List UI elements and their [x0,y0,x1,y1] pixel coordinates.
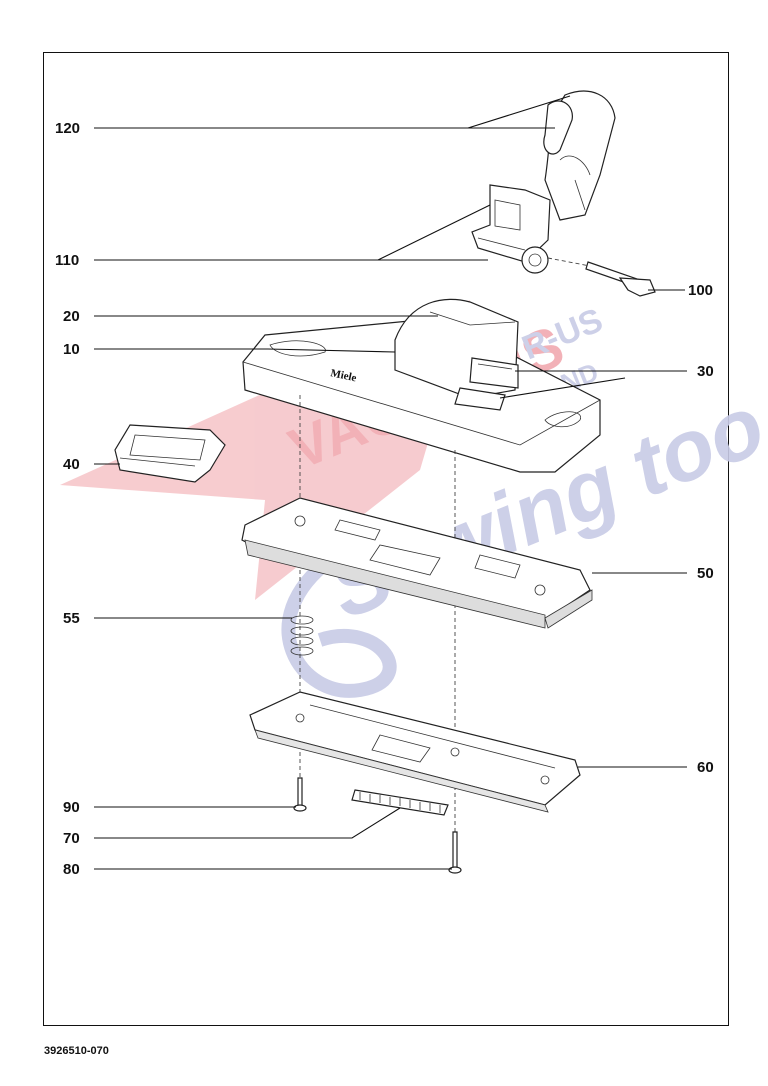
callout-labels: 120 110 100 20 10 30 40 50 55 60 90 70 8… [55,120,714,878]
leader-lines [94,95,687,870]
callout-80: 80 [63,861,80,878]
part-60-bottom-plate [249,691,581,813]
document-number: 3926510-070 [44,1045,109,1057]
part-40-clip [114,424,226,483]
brand-mark: Miele [329,367,357,384]
part-110-swivel-joint [471,184,551,274]
part-50-brush-plate [241,497,593,629]
callout-60: 60 [697,759,714,776]
callout-50: 50 [697,565,714,582]
part-70-bristle-strip [351,789,449,816]
callout-20: 20 [63,308,80,325]
callout-120: 120 [55,120,80,137]
callout-70: 70 [63,830,80,847]
part-90-screw [293,777,307,812]
watermark-swoosh [281,554,397,698]
drawing-frame [43,52,729,1026]
part-80-screw [448,831,462,874]
callout-90: 90 [63,799,80,816]
callout-110: 110 [55,252,79,269]
part-30-pedal [454,357,519,411]
callout-10: 10 [63,341,80,358]
callout-40: 40 [63,456,80,473]
callout-55: 55 [63,610,80,627]
part-120-elbow [543,90,616,221]
part-100-axle-pin [547,257,656,297]
part-55-spring [290,615,314,656]
callout-100: 100 [688,282,713,299]
callout-30: 30 [697,363,714,380]
